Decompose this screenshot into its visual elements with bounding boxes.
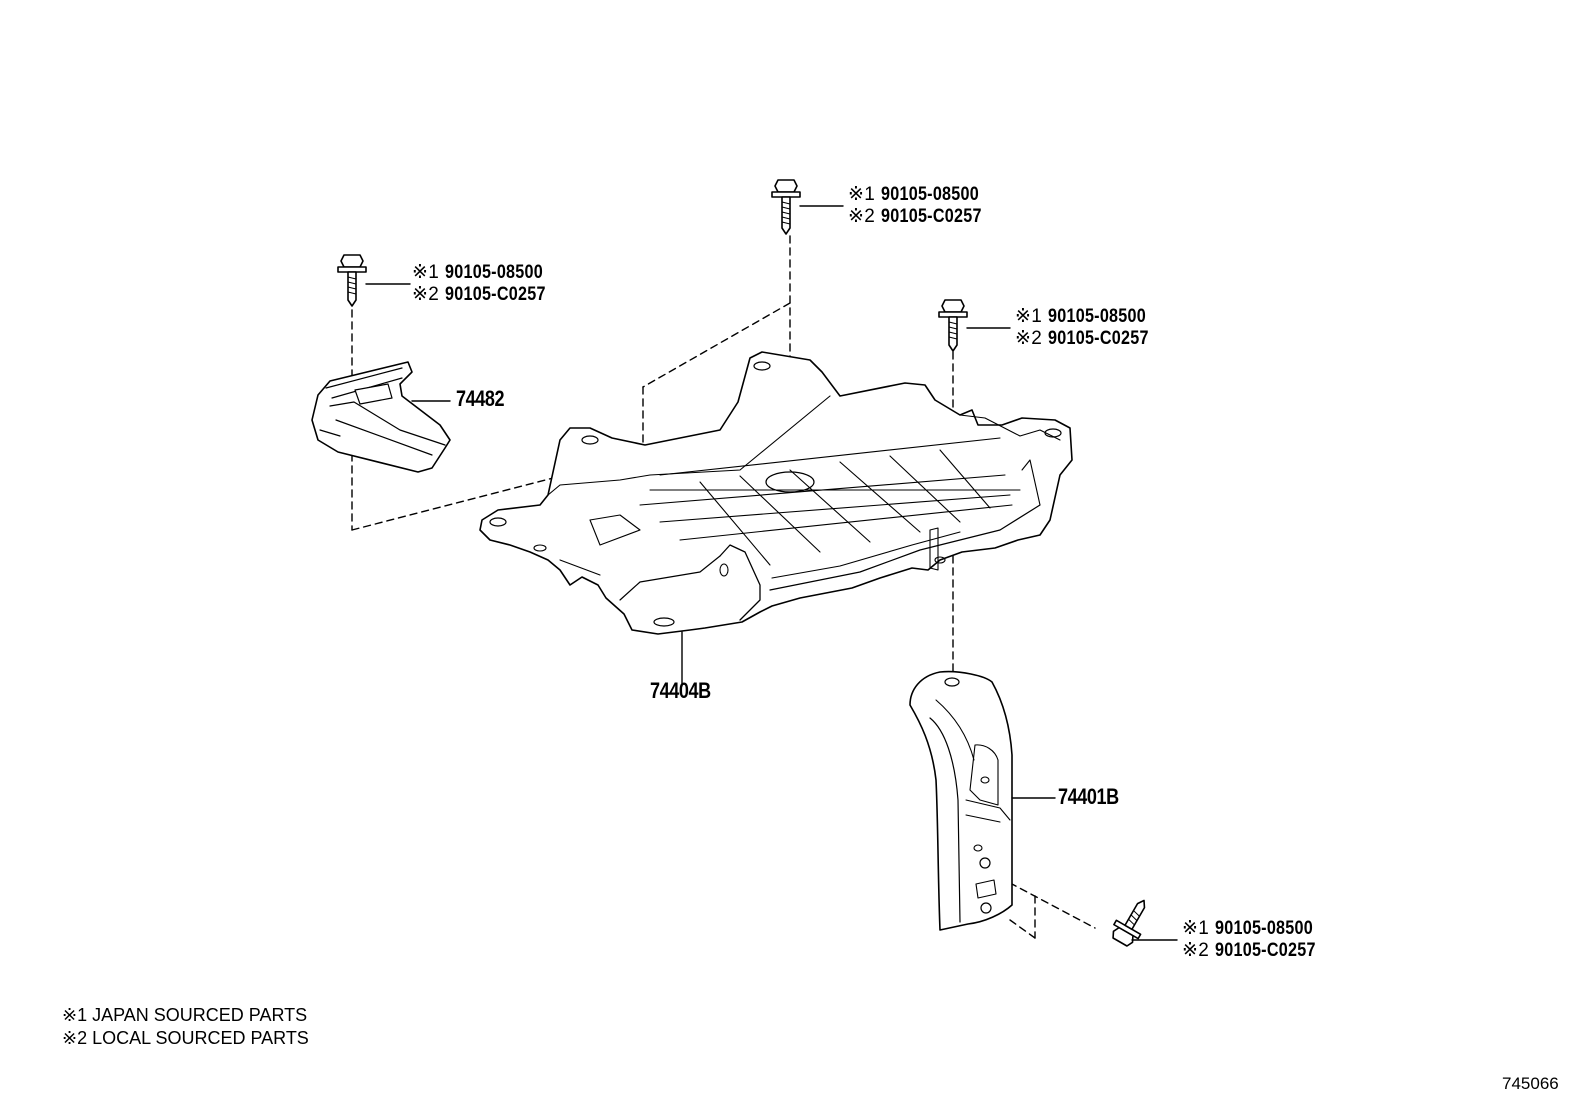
part-label-clamp: 74401B bbox=[1058, 784, 1119, 809]
bolt-icon bbox=[938, 299, 968, 352]
part-number: 90105-08500 bbox=[444, 262, 543, 283]
callout-mark: ※2 bbox=[1182, 940, 1210, 961]
bracket-74482 bbox=[311, 361, 451, 473]
note-local-sourced: ※2 LOCAL SOURCED PARTS bbox=[62, 1028, 309, 1048]
callout-mark: ※1 bbox=[1015, 306, 1043, 327]
battery-clamp-74401B bbox=[909, 670, 1056, 931]
part-label-tray: 74404B bbox=[650, 678, 711, 703]
bolt-icon bbox=[337, 254, 367, 307]
part-number: 90105-C0257 bbox=[1047, 328, 1149, 349]
part-number: 90105-C0257 bbox=[444, 284, 546, 305]
callout-mark: ※2 bbox=[1015, 328, 1043, 349]
part-label-bracket: 74482 bbox=[456, 386, 505, 411]
note-japan-sourced: ※1 JAPAN SOURCED PARTS bbox=[62, 1005, 308, 1025]
part-number: 90105-08500 bbox=[880, 184, 979, 205]
fastener-callout: ※1 90105-08500 ※2 90105-C0257 bbox=[1015, 306, 1166, 350]
figure-id: 745066 bbox=[1502, 1074, 1559, 1093]
fastener-callout: ※1 90105-08500 ※2 90105-C0257 bbox=[412, 262, 563, 306]
callout-mark: ※1 bbox=[848, 184, 876, 205]
part-number: 90105-C0257 bbox=[880, 206, 982, 227]
battery-tray-74404B bbox=[479, 351, 1073, 687]
sourcing-notes: ※1 JAPAN SOURCED PARTS ※2 LOCAL SOURCED … bbox=[62, 1004, 309, 1050]
part-number: 90105-08500 bbox=[1047, 306, 1146, 327]
fastener-callout: ※1 90105-08500 ※2 90105-C0257 bbox=[848, 184, 999, 228]
callout-mark: ※2 bbox=[848, 206, 876, 227]
bolt-icon bbox=[1112, 899, 1146, 947]
callout-mark: ※1 bbox=[412, 262, 440, 283]
bolt-icon bbox=[771, 179, 801, 235]
fastener-callout: ※1 90105-08500 ※2 90105-C0257 bbox=[1182, 918, 1333, 962]
part-number: 90105-C0257 bbox=[1214, 940, 1316, 961]
callout-mark: ※2 bbox=[412, 284, 440, 305]
callout-mark: ※1 bbox=[1182, 918, 1210, 939]
part-number: 90105-08500 bbox=[1214, 918, 1313, 939]
